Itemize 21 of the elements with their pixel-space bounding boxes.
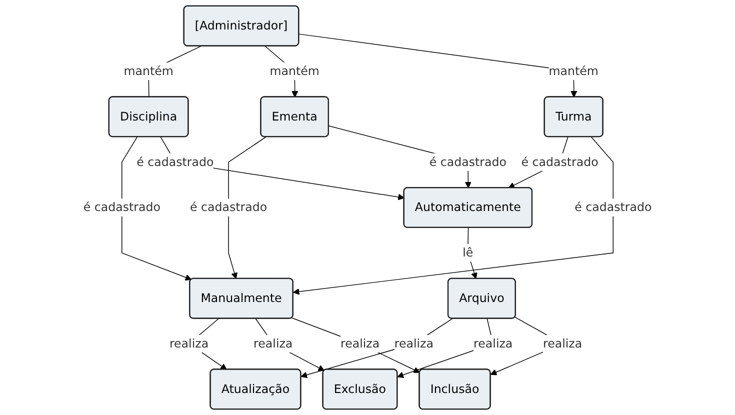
edge-label: mantém: [548, 64, 598, 78]
edge-label: é cadastrado: [190, 200, 268, 214]
edge-label: mantém: [270, 64, 320, 78]
edge-label: realiza: [169, 336, 209, 350]
arrow: [300, 318, 453, 378]
edge-label: é cadastrado: [521, 154, 598, 169]
edge-label: mantém: [124, 64, 174, 78]
edge-label: é cadastrado: [136, 154, 214, 169]
arrow: [291, 318, 420, 373]
edge-label: realiza: [542, 336, 582, 350]
arrow: [298, 34, 578, 98]
edge-label: é cadastrado: [429, 154, 506, 169]
edge-label: lê: [462, 246, 474, 260]
edge-label: realiza: [474, 336, 513, 350]
edge-label: é cadastrado: [574, 200, 652, 214]
edge-label: realiza: [394, 336, 434, 350]
edge-label: é cadastrado: [83, 200, 160, 214]
arrow: [228, 136, 266, 280]
edge-label: realiza: [340, 336, 380, 350]
arrow: [122, 136, 192, 281]
edge-label: realiza: [254, 336, 293, 350]
